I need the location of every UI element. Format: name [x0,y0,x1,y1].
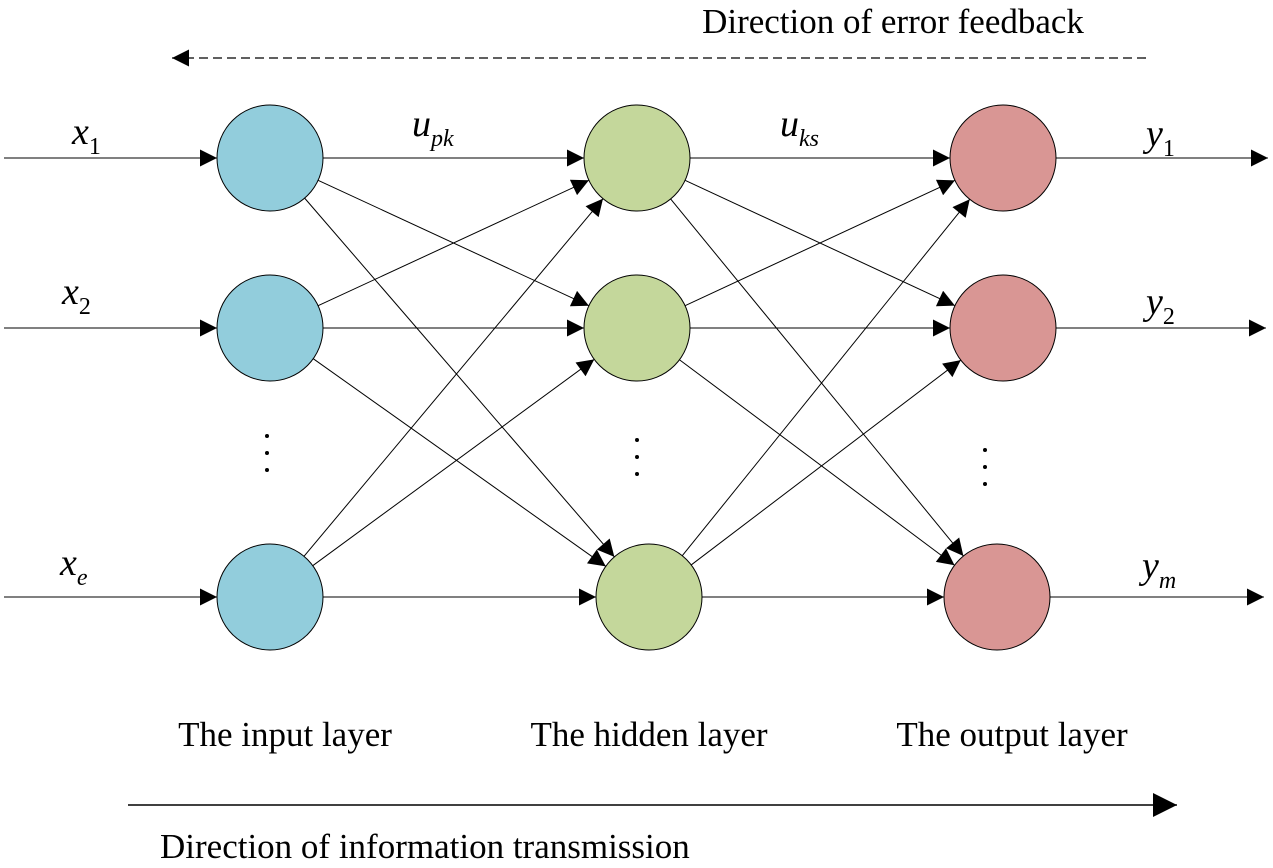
connection-input-3-hidden-2 [312,358,595,567]
input-node-2 [216,274,324,382]
input-label-x1: x1 [71,111,101,160]
connection-hidden-3-output-2 [690,359,962,566]
information-transmission-label: Direction of information transmission [160,827,690,866]
connection-input-1-hidden-3 [304,197,615,558]
connection-hidden-3-output-1 [681,198,971,557]
output-label-y2: y2 [1142,281,1175,330]
output-node-1 [949,104,1057,212]
output-layer-label: The output layer [896,715,1128,754]
output-node-2 [949,274,1057,382]
ellipsis-dots [265,434,987,486]
weight-label-uks: uks [780,103,819,152]
connection-input-3-hidden-1 [303,198,604,557]
connection-input-2-hidden-1 [317,179,590,307]
connection-hidden-1-output-3 [670,198,964,557]
weight-label-upk: upk [412,103,454,152]
output-label-ym: ym [1138,545,1176,594]
connection-input-2-hidden-3 [312,358,607,567]
input-label-x2: x2 [61,271,91,320]
input-node-1 [216,104,324,212]
output-label-y1: y1 [1142,113,1175,162]
connection-lines [4,149,1268,606]
hidden-node-1 [583,104,691,212]
hidden-node-2 [583,274,691,382]
error-feedback-label: Direction of error feedback [702,2,1084,41]
hidden-node-last [595,543,703,651]
connection-hidden-2-output-1 [684,179,956,307]
output-node-m [943,543,1051,651]
input-layer-label: The input layer [178,715,392,754]
connection-hidden-2-output-3 [679,359,955,566]
input-layer-nodes [216,104,324,651]
output-layer-nodes [943,104,1057,651]
input-label-xe: xe [59,542,88,591]
hidden-layer-nodes [583,104,703,651]
input-node-e [216,543,324,651]
hidden-layer-label: The hidden layer [530,715,767,754]
